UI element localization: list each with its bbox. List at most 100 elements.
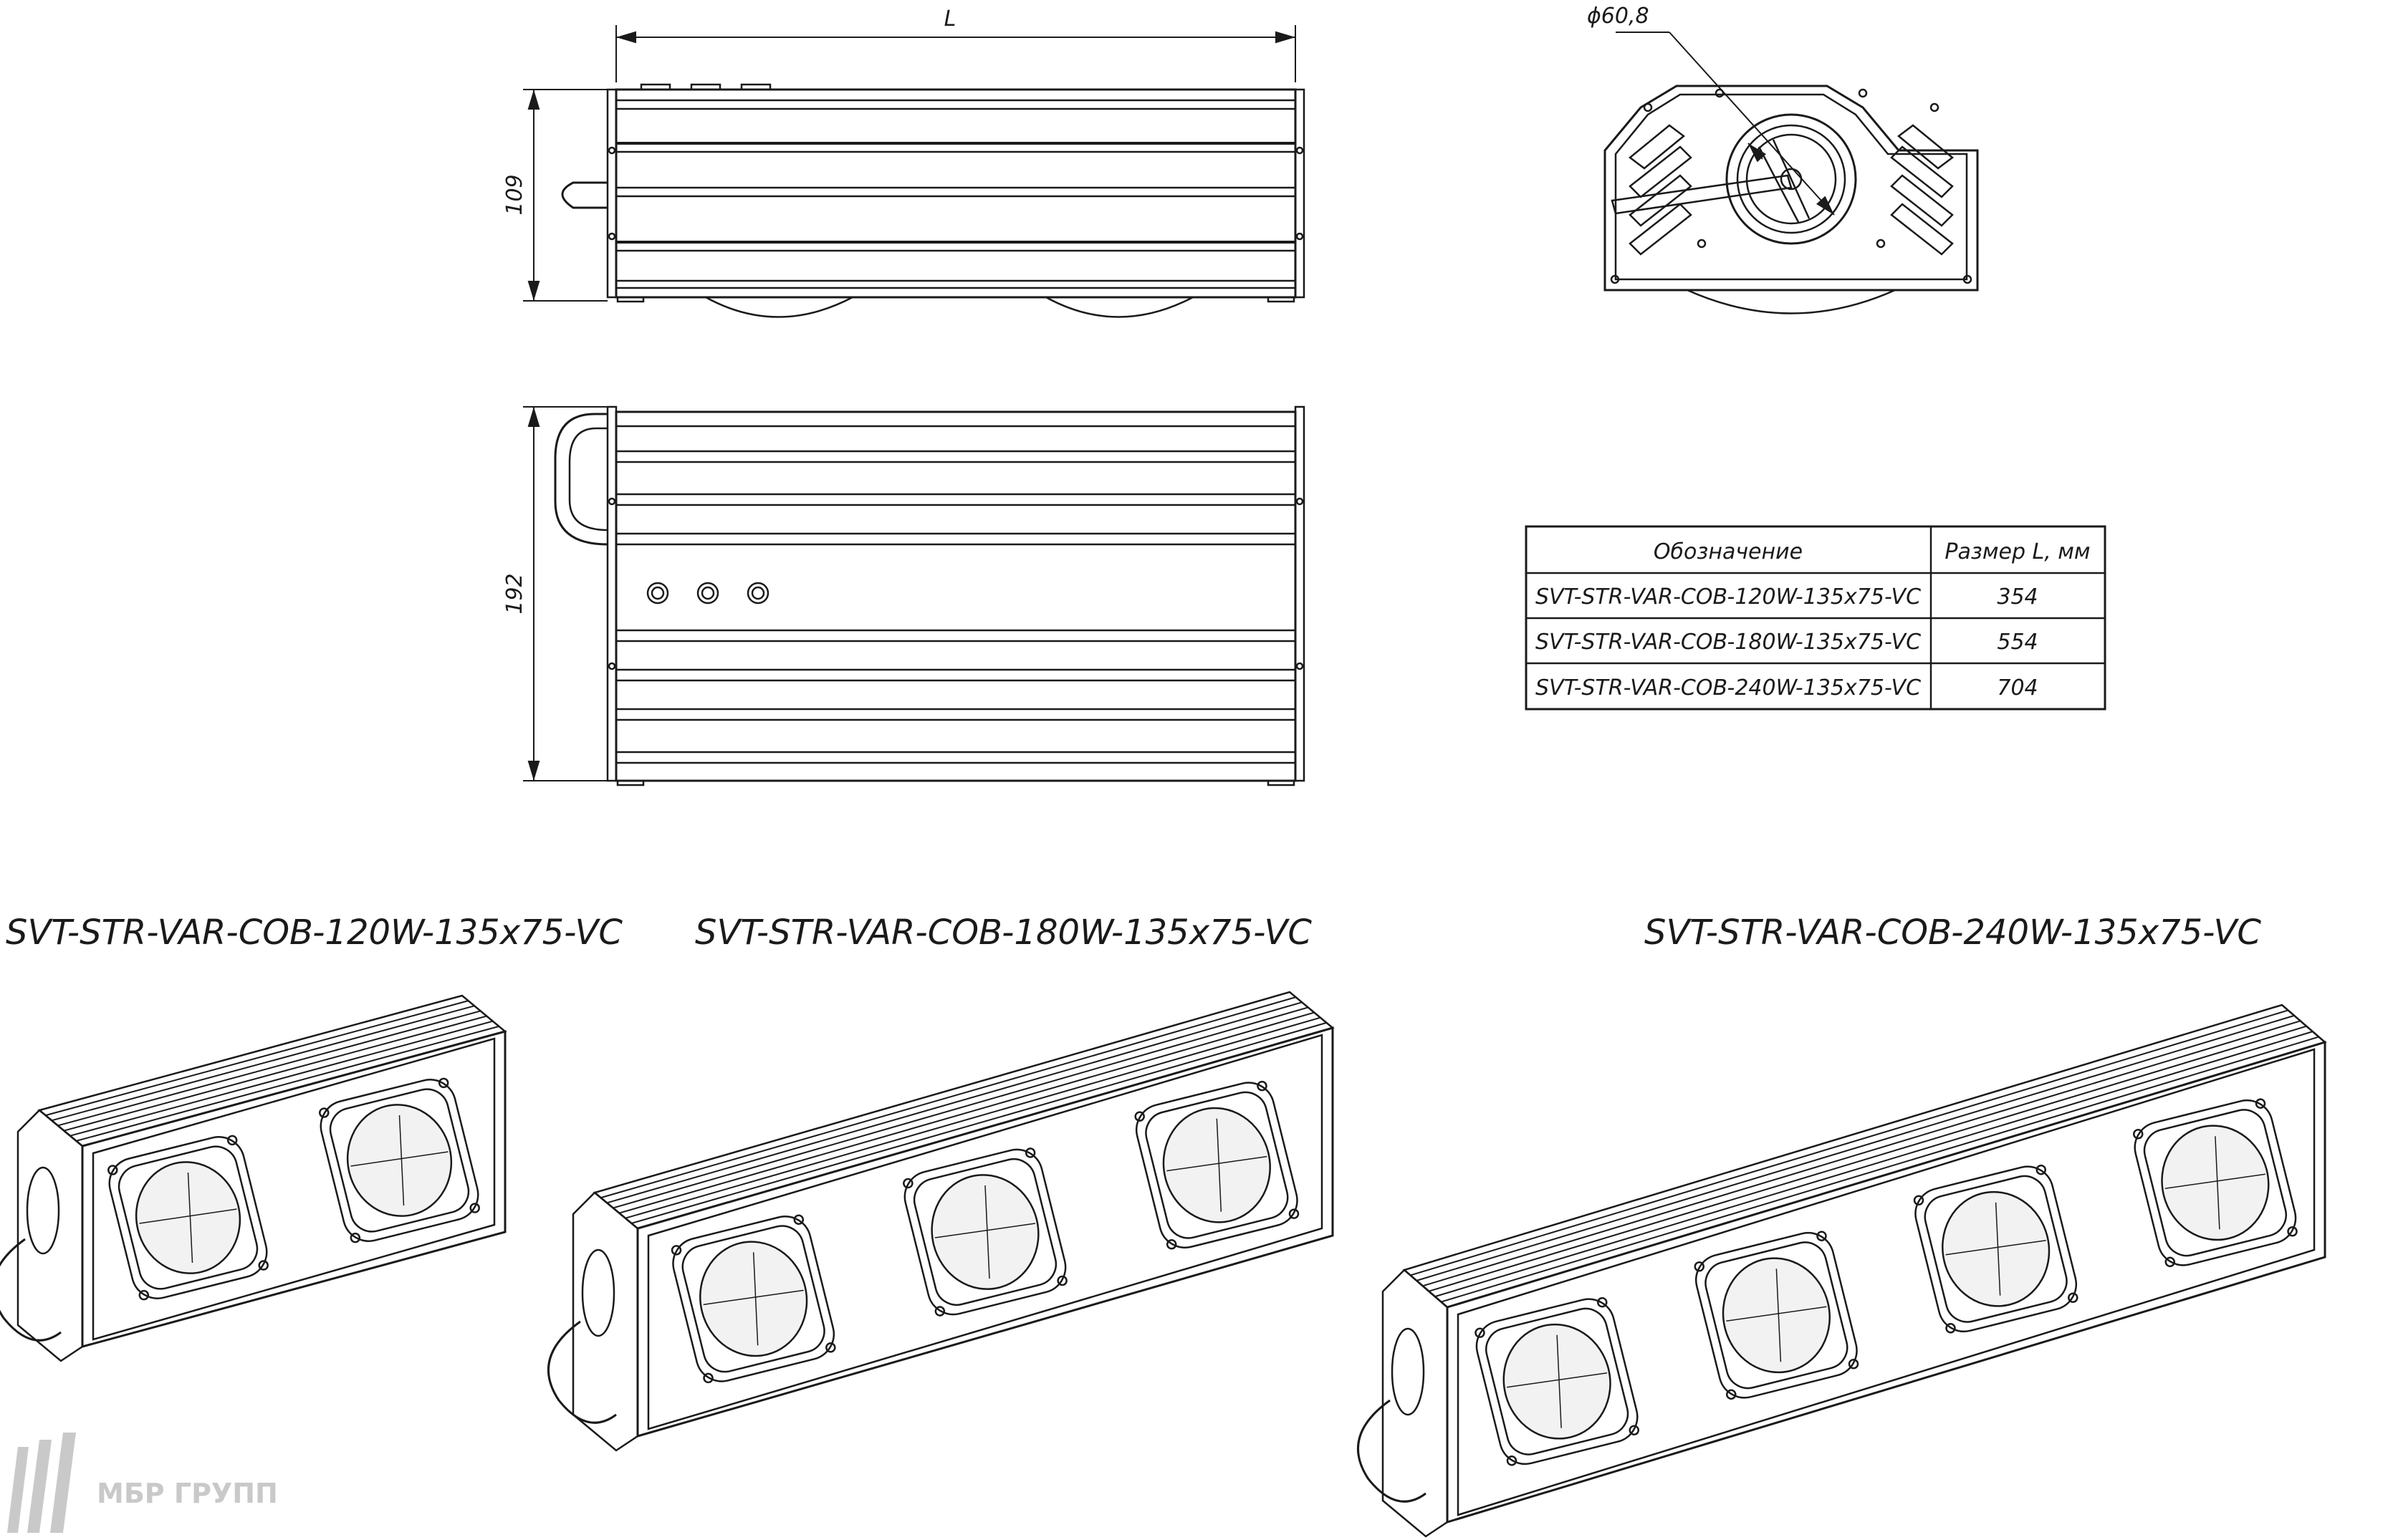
logo-text: МБР ГРУПП [97, 1478, 278, 1509]
screw [1629, 1425, 1640, 1435]
top-view [554, 405, 1305, 786]
front-panel [1446, 1040, 2326, 1524]
screw [793, 1214, 805, 1226]
lens-frame-inner [118, 1145, 259, 1290]
screw [438, 1077, 449, 1089]
dimension-diameter [1616, 32, 1835, 216]
lens-line [984, 1185, 990, 1279]
lens-line [1216, 1118, 1222, 1212]
lens-frame-inner [681, 1225, 825, 1373]
lens-line [1995, 1202, 2001, 1296]
lens-frame [903, 1148, 1067, 1316]
heatsink-fin [625, 1016, 1321, 1219]
dimension-height [523, 89, 608, 302]
heatsink-fin [1416, 1014, 2295, 1281]
lens [931, 1174, 1040, 1290]
screw [258, 1260, 269, 1271]
lens-line [1775, 1269, 1782, 1362]
screw [1257, 1080, 1267, 1092]
end-cap [1381, 1269, 1449, 1538]
end-view [1603, 85, 1979, 314]
fixture-240w [1357, 1004, 2327, 1538]
heatsink-fin [1422, 1020, 2301, 1287]
lens-frame-inner [329, 1088, 470, 1233]
table-header-designation: Обозначение [1654, 539, 1803, 564]
dimension-width [523, 406, 608, 781]
lens-line [703, 1289, 804, 1306]
screw [1945, 1323, 1956, 1334]
lens-frame-inner [913, 1158, 1058, 1306]
screw [138, 1289, 150, 1301]
end-cap-cutout [1391, 1327, 1425, 1416]
lens-frame [1475, 1298, 1639, 1466]
lens-line [139, 1208, 237, 1224]
screw [469, 1203, 480, 1213]
lens-line [752, 1252, 759, 1346]
lens-frame [1135, 1082, 1298, 1248]
end-cap [16, 1109, 84, 1362]
model-label-240w: SVT-STR-VAR-COB-240W-135x75-VC [1644, 913, 2261, 953]
screw [703, 1372, 714, 1384]
lens-frame [1694, 1231, 1858, 1399]
logo-icon [7, 1433, 76, 1533]
screw [2035, 1164, 2047, 1175]
cable [1357, 1399, 1426, 1503]
dimension-length [615, 25, 1296, 82]
screw [1134, 1111, 1145, 1122]
screw [2068, 1292, 2078, 1303]
lens-frame-inner [1145, 1091, 1289, 1239]
end-cap [572, 1191, 639, 1452]
lens-line [2164, 1173, 2265, 1189]
screw [1913, 1195, 1924, 1206]
screw [2287, 1226, 2298, 1237]
table-cell-model: SVT-STR-VAR-COB-240W-135x75-VC [1535, 675, 1921, 701]
heatsink-fin [1410, 1009, 2288, 1276]
heatsink-fin [631, 1021, 1327, 1224]
lens-line [1166, 1155, 1267, 1172]
diameter-label: ϕ60,8 [1587, 4, 1649, 29]
lens [1722, 1257, 1831, 1374]
lens-line [1507, 1372, 1608, 1388]
lens-line [1726, 1306, 1827, 1322]
heatsink-fin [45, 1000, 469, 1117]
screw [1506, 1455, 1517, 1466]
screw [1725, 1389, 1737, 1400]
screw [1694, 1261, 1704, 1272]
lens [699, 1241, 808, 1357]
screw [107, 1165, 118, 1175]
heatsink-fin [1428, 1025, 2307, 1292]
screw [2132, 1129, 2144, 1140]
lens-frame-inner [1704, 1241, 1848, 1390]
screw [1025, 1147, 1036, 1158]
heatsink-fin [51, 1005, 475, 1122]
lens [1502, 1323, 1611, 1440]
table-header-size: Размер L, мм [1945, 539, 2090, 564]
screw [2164, 1256, 2175, 1268]
screw [1057, 1275, 1068, 1286]
fixture-120w [0, 994, 507, 1362]
height-label: 109 [502, 174, 527, 215]
lens-line [1556, 1334, 1562, 1428]
side-view [561, 83, 1305, 318]
screw [903, 1178, 914, 1189]
heatsink-fin [64, 1015, 487, 1132]
screw [2255, 1098, 2266, 1109]
screw [1288, 1208, 1300, 1219]
lens-frame [672, 1216, 835, 1382]
heatsink-fin [57, 1010, 481, 1127]
cable [547, 1320, 617, 1424]
cable [0, 1238, 62, 1342]
lens-line [350, 1151, 449, 1167]
heatsink-fin [600, 996, 1296, 1199]
lens [135, 1161, 241, 1274]
screw [1597, 1296, 1608, 1308]
lens-frame [108, 1136, 268, 1299]
lens-frame [320, 1079, 479, 1242]
lens-frame-inner [1924, 1175, 2068, 1323]
lens [1162, 1107, 1271, 1223]
heatsink-fin [1441, 1036, 2319, 1303]
lens-frame-inner [2143, 1109, 2287, 1257]
model-label-180w: SVT-STR-VAR-COB-180W-135x75-VC [695, 913, 1312, 953]
lens [1942, 1190, 2051, 1307]
